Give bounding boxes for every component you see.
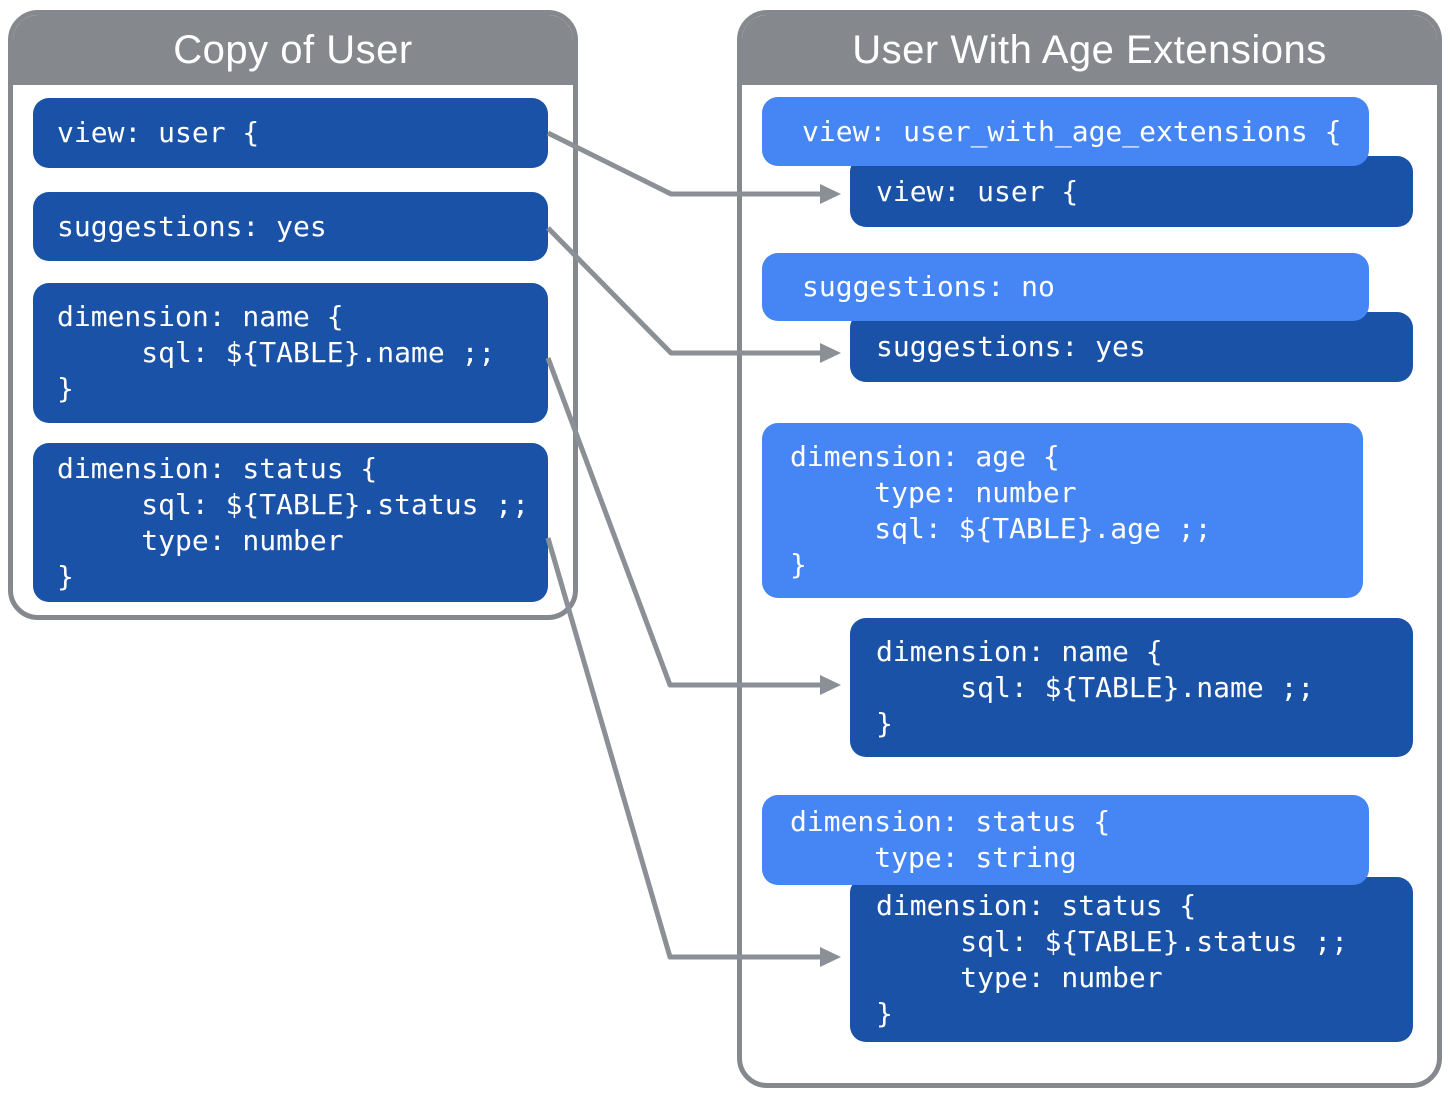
code-block-copy-dimension-status: dimension: status { sql: ${TABLE}.status… [33, 443, 548, 602]
code-text: dimension: status { sql: ${TABLE}.status… [57, 451, 530, 593]
code-block-copy-dimension-name: dimension: name { sql: ${TABLE}.name ;; … [33, 283, 548, 423]
code-text: suggestions: yes [876, 330, 1146, 363]
code-block-copy-suggestions: suggestions: yes [33, 192, 548, 261]
code-text: dimension: age { type: number sql: ${TAB… [790, 439, 1212, 581]
code-block-ext-dimension-name: dimension: name { sql: ${TABLE}.name ;; … [850, 618, 1413, 757]
code-text: dimension: name { sql: ${TABLE}.name ;; … [876, 634, 1315, 740]
code-text: view: user { [57, 116, 260, 149]
code-text: suggestions: yes [57, 209, 327, 243]
code-text: view: user_with_age_extensions { [802, 114, 1342, 148]
code-text: dimension: status { sql: ${TABLE}.status… [876, 888, 1349, 1030]
code-block-ext-dimension-status-inherited: dimension: status { sql: ${TABLE}.status… [850, 877, 1413, 1042]
code-text: view: user { [876, 174, 1079, 208]
copy-of-user-panel-title: Copy of User [13, 15, 573, 85]
code-block-ext-suggestions-inherited: suggestions: yes [850, 312, 1413, 382]
code-block-ext-suggestions-override: suggestions: no [762, 253, 1369, 321]
code-block-ext-dimension-age: dimension: age { type: number sql: ${TAB… [762, 423, 1363, 598]
code-block-ext-dimension-status-override: dimension: status { type: string [762, 795, 1369, 885]
user-with-age-extensions-panel-title: User With Age Extensions [742, 15, 1437, 85]
code-text: suggestions: no [802, 270, 1055, 303]
code-block-ext-view-override: view: user_with_age_extensions { [762, 97, 1369, 166]
code-text: dimension: name { sql: ${TABLE}.name ;; … [57, 300, 496, 405]
code-block-copy-view: view: user { [33, 98, 548, 168]
code-text: dimension: status { type: string [790, 805, 1111, 874]
code-block-ext-view-inherited: view: user { [850, 156, 1413, 227]
